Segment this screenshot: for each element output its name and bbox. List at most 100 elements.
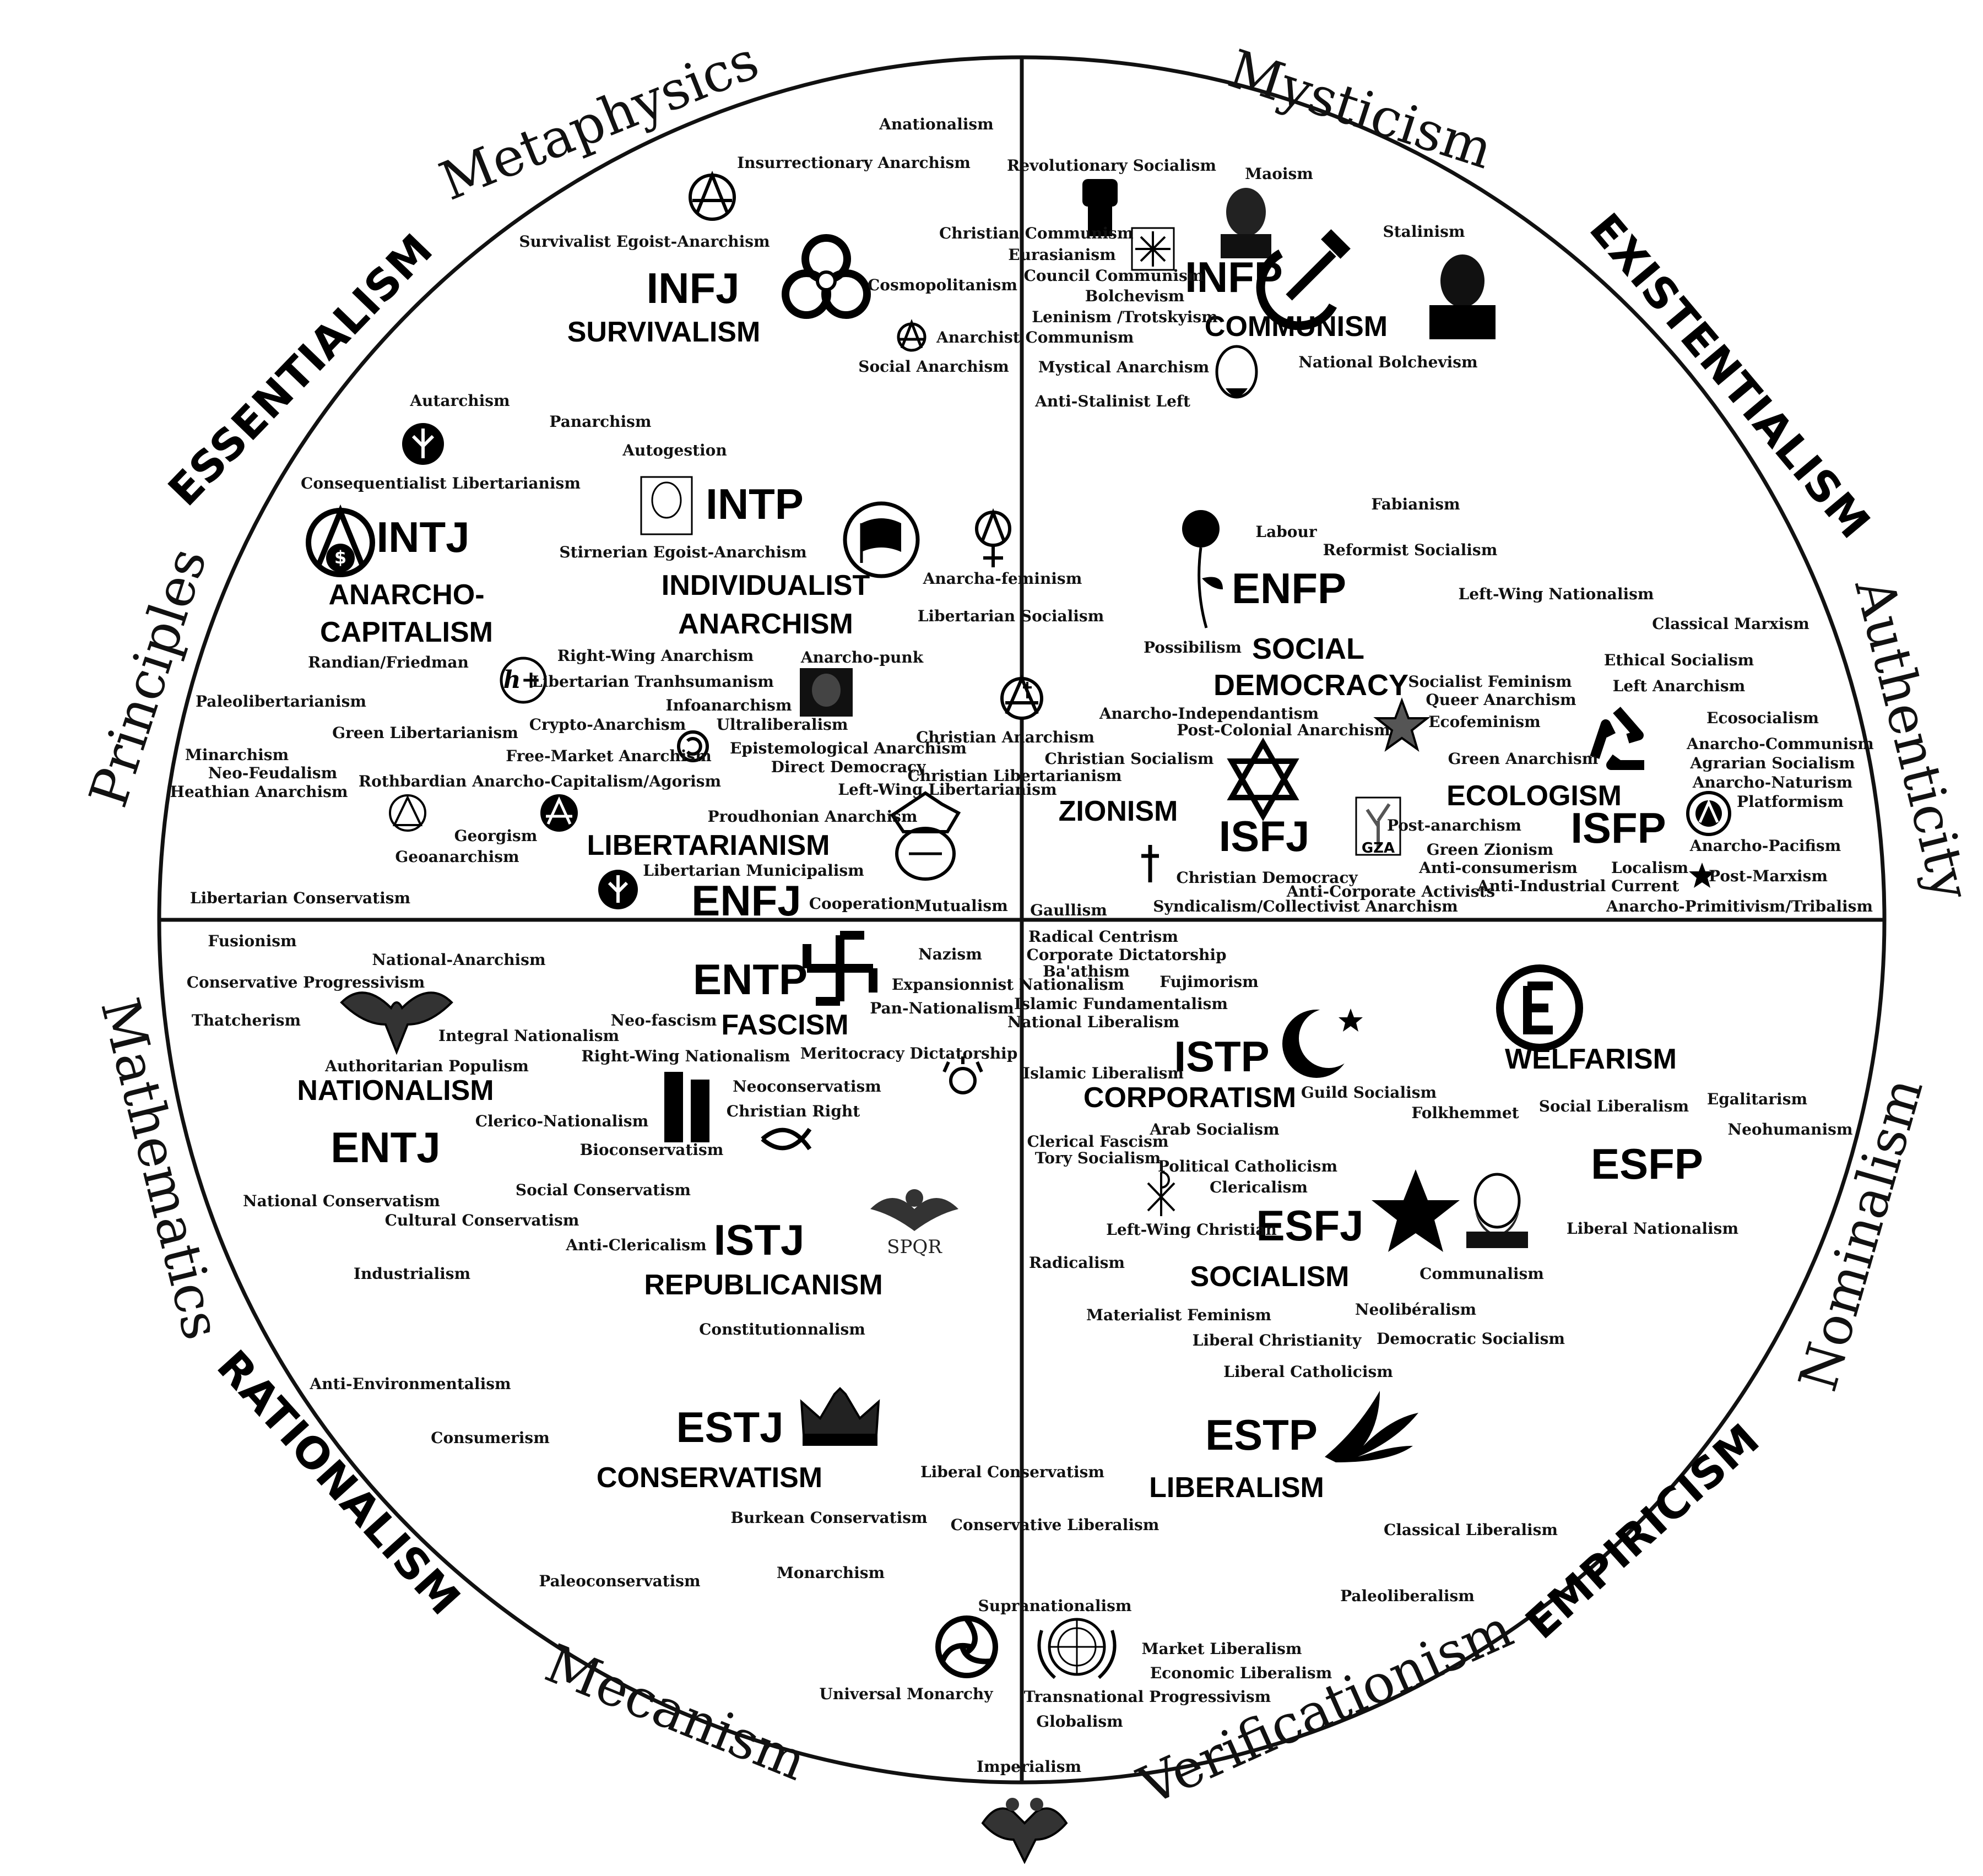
label-green-zionism: Green Zionism <box>1427 841 1554 859</box>
label-imperialism: Imperialism <box>977 1758 1081 1776</box>
label-libertarian-municipalism: Libertarian Municipalism <box>643 861 864 880</box>
label-anarcho-punk: Anarcho-punk <box>800 648 924 666</box>
stalin-portrait-icon <box>1429 254 1496 339</box>
label-left-anarchism: Left Anarchism <box>1613 677 1746 695</box>
ichthys-fish-icon <box>761 1127 812 1151</box>
label-market-liberalism: Market Liberalism <box>1141 1640 1302 1658</box>
label-nazism: Nazism <box>918 945 982 963</box>
label-council-communism: Council Communism <box>1024 267 1204 285</box>
label-neohumanism: Neohumanism <box>1728 1120 1853 1138</box>
twin-towers-icon <box>664 1072 709 1142</box>
label-national-anarchism: National-Anarchism <box>372 951 545 969</box>
label-anti-consumerism: Anti-consumerism <box>1418 859 1578 877</box>
label-social-conservatism: Social Conservatism <box>516 1181 691 1199</box>
swastika-icon <box>803 931 877 1006</box>
label-expansionnist-nationalism: Expansionnist Nationalism <box>892 975 1124 994</box>
label-islamic-fundamentalism: Islamic Fundamentalism <box>1014 995 1228 1013</box>
label-classical-marxism: Classical Marxism <box>1652 615 1809 633</box>
label-consumerism: Consumerism <box>431 1429 550 1447</box>
label-folkhemmet: Folkhemmet <box>1411 1104 1519 1122</box>
label-anti-corporate-activists: Anti-Corporate Activists <box>1286 882 1495 901</box>
label-transnational-progressivism: Transnational Progressivism <box>1024 1688 1271 1706</box>
label-stirnerian: Stirnerian Egoist-Anarchism <box>559 543 806 561</box>
label-economic-liberalism: Economic Liberalism <box>1150 1664 1332 1682</box>
ideology-nationalism: NATIONALISM <box>297 1075 494 1107</box>
georgism-icon <box>540 794 578 832</box>
label-left-wing-nationalism: Left-Wing Nationalism <box>1459 585 1654 603</box>
label-universal-monarchy: Universal Monarchy <box>819 1685 993 1703</box>
label-authoritarian-populism: Authoritarian Populism <box>324 1057 529 1075</box>
label-paleoliberalism: Paleoliberalism <box>1340 1587 1475 1605</box>
label-agrarian-socialism: Agrarian Socialism <box>1689 754 1855 772</box>
copyleft-icon <box>677 730 709 762</box>
label-consequentialist-libertarianism: Consequentialist Libertarianism <box>301 474 581 492</box>
label-principles: Principles <box>77 541 219 815</box>
label-conservative-progressivism: Conservative Progressivism <box>187 973 425 991</box>
ideology-social-democracy-line1: SOCIAL <box>1252 632 1364 665</box>
type-estp: ESTP <box>1205 1411 1318 1459</box>
mao-portrait-icon <box>1221 188 1271 258</box>
label-clericalism: Clericalism <box>1210 1178 1308 1196</box>
label-corporate-dictatorship: Corporate Dictatorship <box>1026 946 1226 964</box>
label-localism: Localism <box>1611 859 1688 877</box>
type-isfp: ISFP <box>1570 804 1666 852</box>
label-liberal-nationalism: Liberal Nationalism <box>1567 1219 1738 1238</box>
type-infp: INFP <box>1185 253 1283 301</box>
label-post-marxism: Post-Marxism <box>1709 867 1828 885</box>
star-of-david-icon <box>1227 737 1299 822</box>
label-guild-socialism: Guild Socialism <box>1301 1083 1437 1102</box>
liberal-bird-icon <box>1325 1391 1418 1462</box>
label-mystical-anarchism: Mystical Anarchism <box>1038 358 1210 376</box>
type-intj: INTJ <box>376 513 469 561</box>
ideology-libertarianism: LIBERTARIANISM <box>587 829 830 861</box>
ideology-individualist-anarchism-line1: INDIVIDUALIST <box>662 570 870 601</box>
type-enfp: ENFP <box>1232 564 1346 612</box>
type-istp: ISTP <box>1174 1032 1269 1081</box>
anarcho-pacifism-icon <box>1686 791 1731 836</box>
libertarian-municipalism-icon <box>598 870 638 909</box>
label-neoliberalism: Neolibéralism <box>1355 1300 1476 1319</box>
label-burkean-conservatism: Burkean Conservatism <box>730 1509 927 1527</box>
biohazard-icon <box>782 234 871 319</box>
label-autogestion: Autogestion <box>622 441 727 459</box>
label-existentialism: EXISTENTIALISM <box>1580 204 1879 548</box>
label-anationalism: Anationalism <box>879 115 994 133</box>
label-gaullism: Gaullism <box>1030 901 1107 919</box>
label-islamic-liberalism: Islamic Liberalism <box>1023 1064 1184 1082</box>
type-estj: ESTJ <box>676 1403 783 1451</box>
gza-text: GZA <box>1362 840 1395 856</box>
label-infoanarchism: Infoanarchism <box>665 696 792 714</box>
label-post-colonial-anarchism: Post-Colonial Anarchism <box>1177 721 1390 739</box>
label-geoanarchism: Geoanarchism <box>395 848 519 866</box>
label-survivalist-egoist-anarchism: Survivalist Egoist-Anarchism <box>519 232 770 251</box>
ideology-survivalism: SURVIVALISM <box>567 316 761 348</box>
label-christian-communism: Christian Communism <box>939 224 1134 242</box>
label-conservative-liberalism: Conservative Liberalism <box>951 1516 1160 1534</box>
welfarism-e-icon <box>1496 964 1583 1051</box>
stirner-portrait-icon <box>640 476 693 535</box>
ideology-ecologism: ECOLOGISM <box>1446 780 1622 812</box>
type-intp: INTP <box>706 480 804 528</box>
label-ultraliberalism: Ultraliberalism <box>716 715 848 734</box>
marx-portrait-icon <box>1466 1173 1528 1248</box>
label-social-anarchism: Social Anarchism <box>858 357 1009 376</box>
label-libertarian-socialism: Libertarian Socialism <box>918 607 1104 625</box>
label-classical-liberalism: Classical Liberalism <box>1384 1521 1558 1539</box>
type-entp: ENTP <box>693 955 808 1004</box>
label-social-liberalism: Social Liberalism <box>1539 1097 1689 1115</box>
autarchism-icon <box>402 423 444 465</box>
label-autarchism: Autarchism <box>409 392 510 410</box>
label-christian-democracy: Christian Democracy <box>1176 869 1358 887</box>
label-arab-socialism: Arab Socialism <box>1149 1120 1279 1138</box>
label-radical-centrism: Radical Centrism <box>1028 928 1178 946</box>
label-industrialism: Industrialism <box>354 1265 470 1283</box>
label-bioconservatism: Bioconservatism <box>580 1141 724 1159</box>
label-platformism: Platformism <box>1737 793 1844 811</box>
label-right-wing-nationalism: Right-Wing Nationalism <box>581 1047 790 1065</box>
label-anarcha-feminism: Anarcha-feminism <box>923 570 1082 588</box>
label-ecofeminism: Ecofeminism <box>1428 713 1541 731</box>
label-panarchism: Panarchism <box>549 413 651 431</box>
label-eurasianism: Eurasianism <box>1008 246 1116 264</box>
type-enfj: ENFJ <box>691 876 801 925</box>
